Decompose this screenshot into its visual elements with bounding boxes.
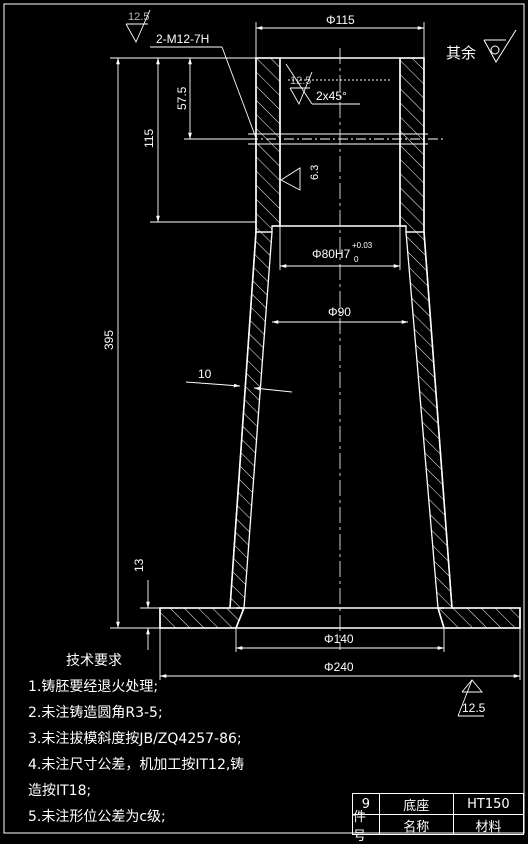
roughness-rest-icon [483, 29, 517, 63]
chamfer-label: 2x45° [316, 89, 347, 103]
title-block-row: 9 底座 HT150 [353, 794, 523, 814]
dim-bore-tol-lower: 0 [354, 255, 359, 264]
dim-wall [185, 381, 293, 393]
chamfer-leader [285, 63, 360, 105]
tb-part-no: 9 [353, 794, 380, 814]
note-item: 造按IT18; [28, 783, 92, 799]
note-item: 5.未注形位公差为c级; [28, 809, 166, 825]
note-item: 4.未注尺寸公差，机加工按IT12,铸 [28, 757, 245, 773]
dim-bore-tol-upper: +0.03 [352, 241, 373, 250]
roughness-bottom-icon [457, 679, 484, 717]
tb-name: 底座 [380, 794, 454, 814]
dim-h575-label: 57.5 [175, 86, 189, 110]
roughness-inner-label: 12.5 [290, 75, 311, 87]
dim-d140 [235, 628, 445, 652]
thread-leader [150, 46, 257, 139]
roughness-top-icon [125, 9, 151, 44]
dim-d115-label: Φ115 [326, 13, 355, 27]
roughness-rest-label: 其余 [446, 44, 477, 62]
dim-verticals [110, 57, 256, 650]
tb-header-name: 名称 [380, 815, 454, 835]
roughness-inner-icon [289, 71, 313, 106]
section-hatching [159, 57, 521, 629]
roughness-bore-icon [280, 167, 301, 191]
roughness-bore-label: 6.3 [309, 165, 321, 180]
dim-d115 [255, 22, 425, 58]
tb-header-material: 材料 [475, 819, 502, 835]
dim-d240 [159, 628, 521, 680]
tb-header-part-no: 件号 [353, 810, 380, 844]
dim-d240-label: Φ240 [324, 660, 354, 674]
thread-holes [230, 79, 446, 145]
note-item: 1.铸胚要经退火处理; [28, 679, 159, 695]
roughness-top-label: 12.5 [128, 11, 149, 23]
title-block: 9 底座 HT150 件号 名称 材料 [352, 793, 524, 844]
dim-h115-label: 115 [142, 129, 156, 148]
dim-bore [279, 226, 401, 270]
dim-h395-label: 395 [102, 330, 116, 350]
dim-d90-label: Φ90 [328, 305, 351, 319]
dim-bore-label: Φ80H7 [312, 247, 351, 261]
dim-d140-label: Φ140 [324, 632, 354, 646]
note-item: 3.未注拔模斜度按JB/ZQ4257-86; [28, 731, 242, 747]
tb-material: HT150 [467, 796, 510, 812]
dim-wall-label: 10 [198, 367, 212, 381]
technical-requirements: 技术要求 1.铸胚要经退火处理; 2.未注铸造圆角R3-5; 3.未注拔模斜度按… [28, 648, 268, 830]
thread-label: 2-M12-7H [156, 32, 209, 46]
title-block-header-row: 件号 名称 材料 [353, 810, 523, 844]
drawing-frame [3, 3, 525, 834]
note-item: 2.未注铸造圆角R3-5; [28, 705, 163, 721]
roughness-bottom-label: 12.5 [462, 701, 486, 715]
dim-h13-label: 13 [132, 558, 146, 572]
notes-title: 技术要求 [66, 653, 122, 669]
